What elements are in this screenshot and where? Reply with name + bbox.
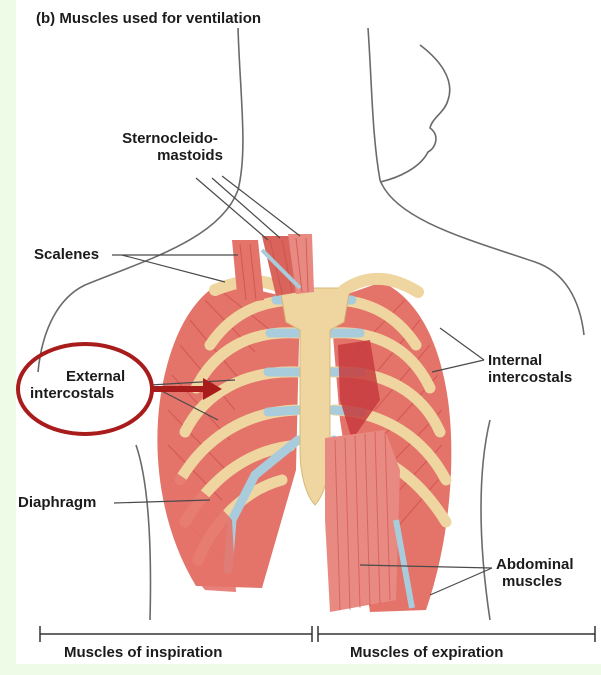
abdominal-muscles-label: Abdominal muscles xyxy=(496,556,574,590)
internal-line1: Internal xyxy=(488,352,572,369)
sternocleidomastoids-label: Sternocleido- mastoids xyxy=(100,130,240,164)
internal-intercostals-label: Internal intercostals xyxy=(488,352,572,386)
inspiration-group-label: Muscles of inspiration xyxy=(64,644,222,661)
internal-line2: intercostals xyxy=(488,369,572,386)
abdominal-muscle xyxy=(325,430,400,612)
abdominal-line2: muscles xyxy=(496,573,574,590)
external-line2: intercostals xyxy=(30,385,140,402)
sternocleidomastoids-line1: Sternocleido- xyxy=(100,130,240,147)
abdominal-line1: Abdominal xyxy=(496,556,574,573)
external-line1: External xyxy=(30,368,140,385)
scalenes-label: Scalenes xyxy=(34,246,99,263)
diaphragm-label: Diaphragm xyxy=(18,494,96,511)
expiration-group-label: Muscles of expiration xyxy=(350,644,503,661)
sternocleidomastoids-line2: mastoids xyxy=(100,147,240,164)
figure-title: (b) Muscles used for ventilation xyxy=(36,10,261,27)
external-intercostals-label: External intercostals xyxy=(30,368,140,402)
